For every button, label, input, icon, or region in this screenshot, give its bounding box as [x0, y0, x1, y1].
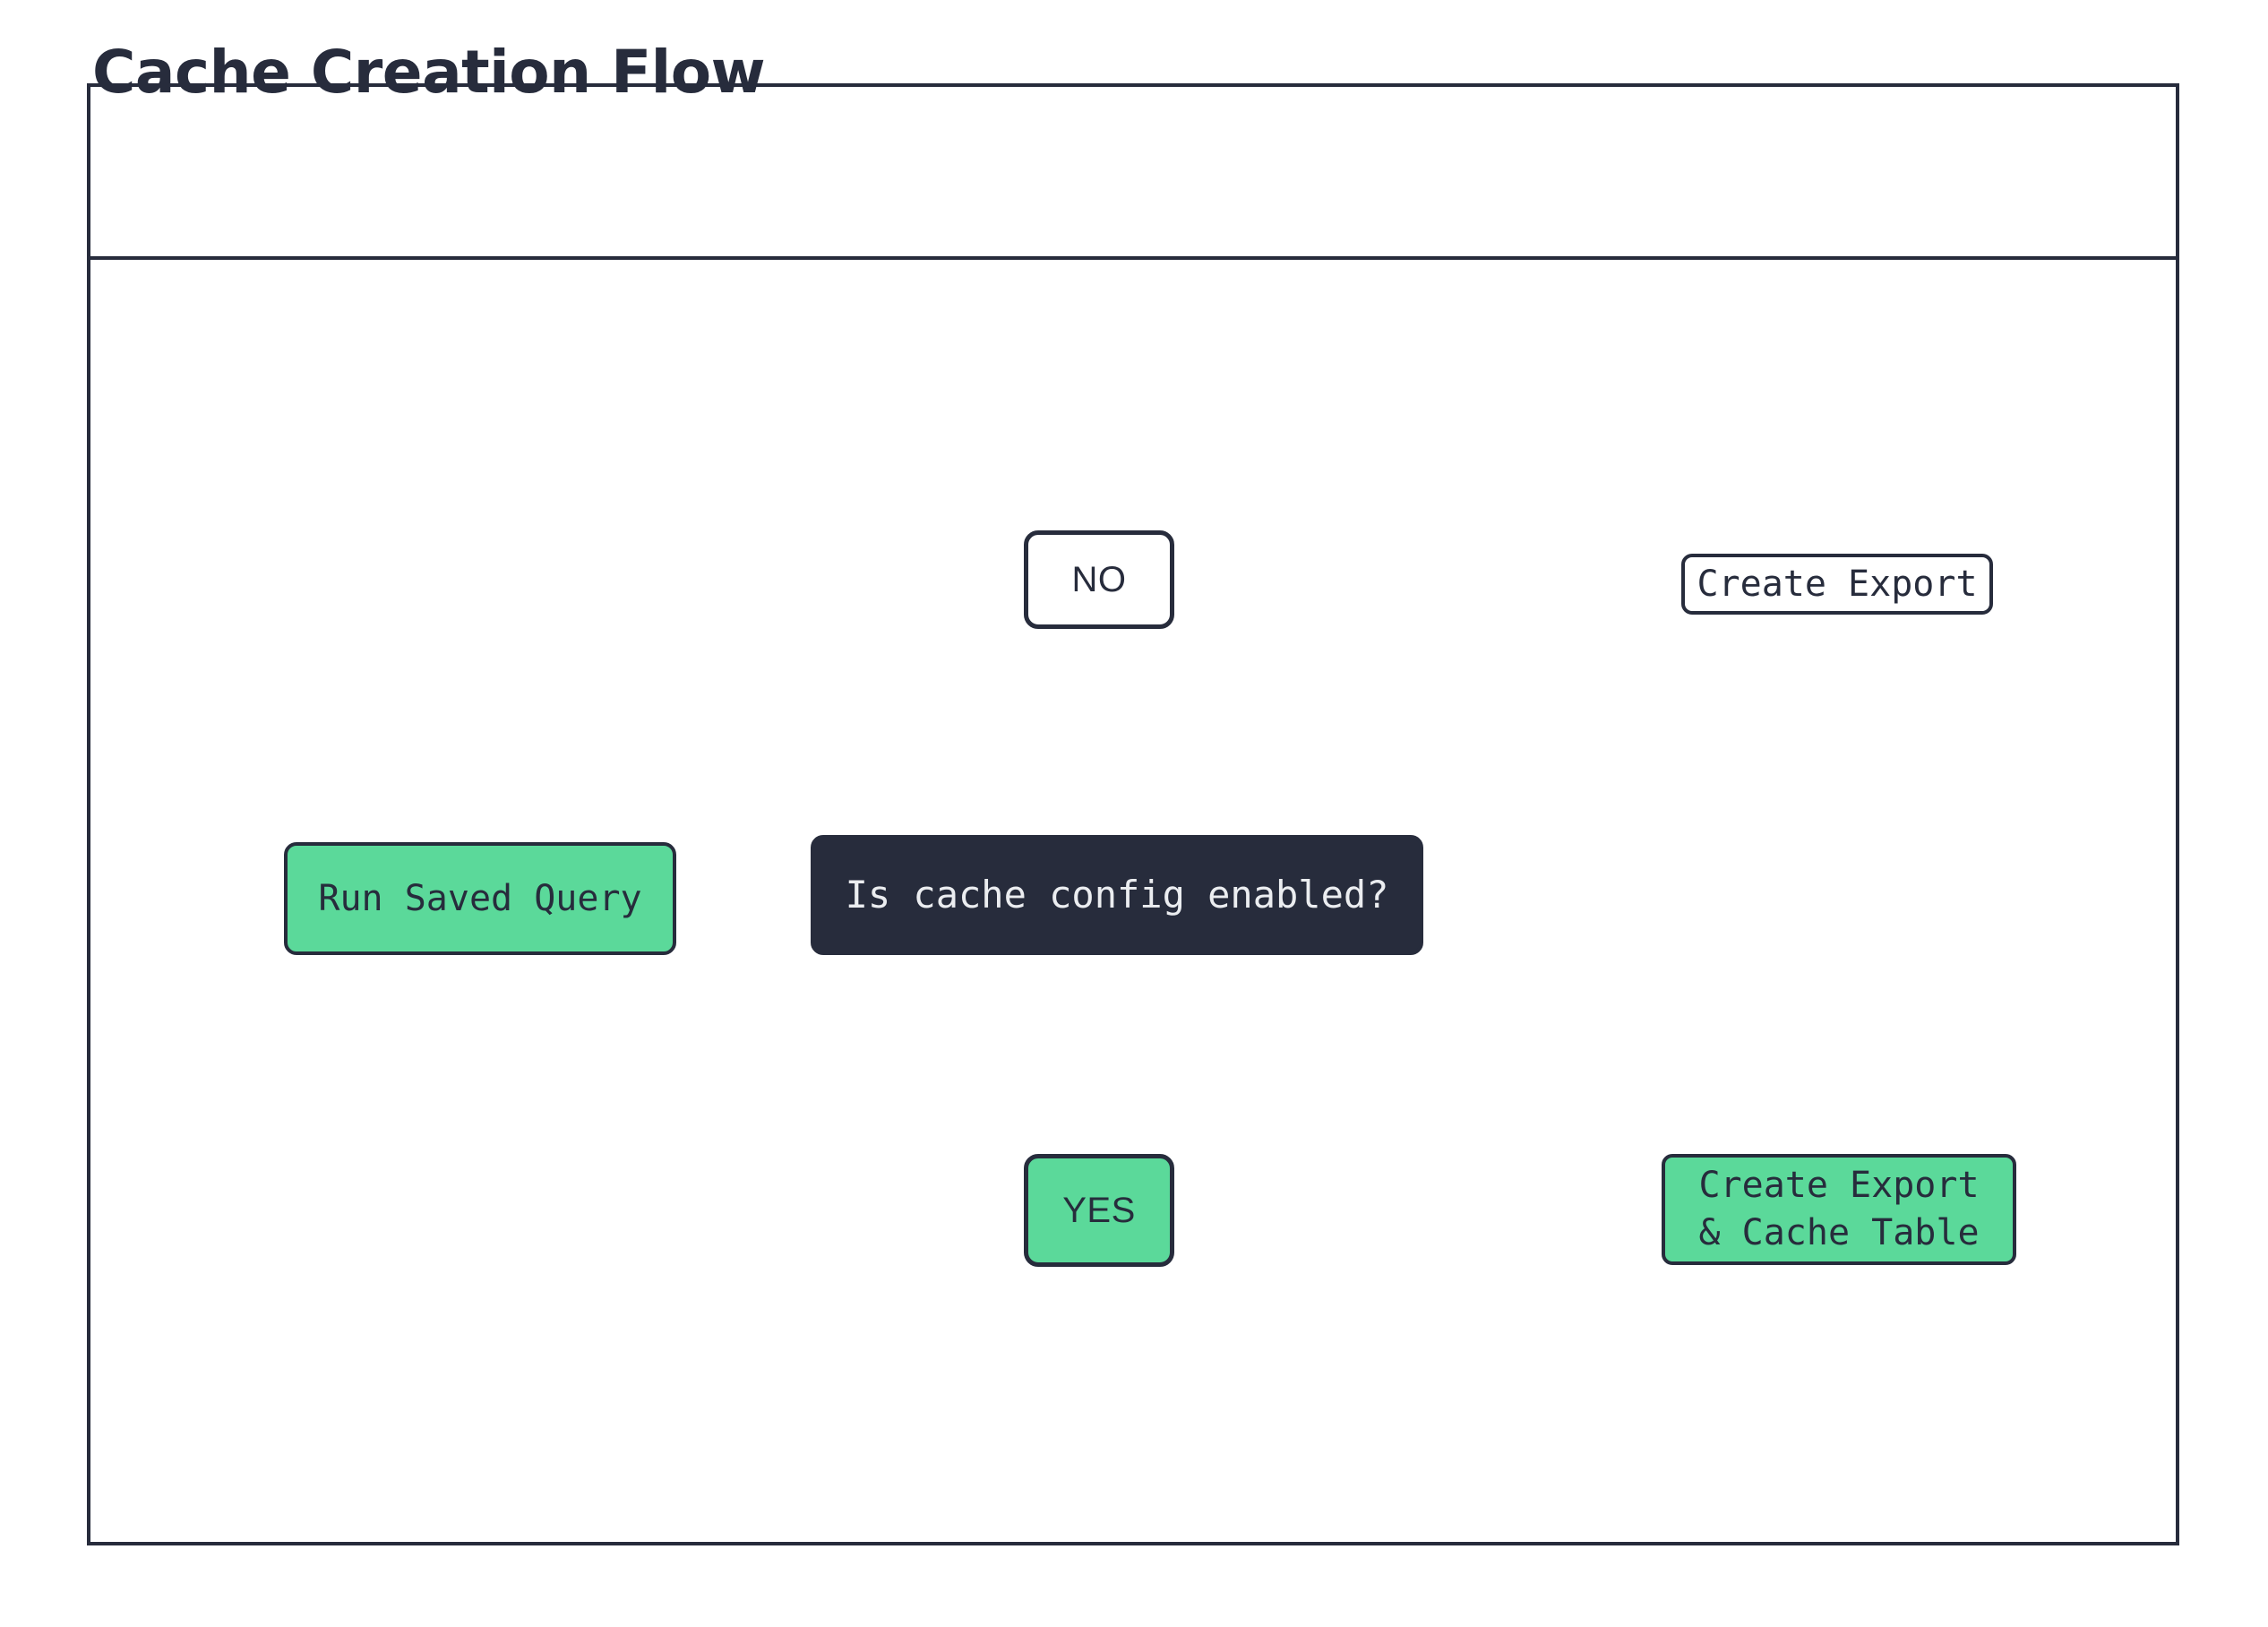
- branch-label-yes[interactable]: YES: [1024, 1154, 1174, 1267]
- node-database-create-export[interactable]: Create Export: [1681, 554, 1993, 615]
- diagram-frame: [87, 83, 2179, 1545]
- page-title: Cache Creation Flow: [92, 38, 766, 107]
- diagram-title-bar: [90, 87, 2176, 260]
- node-is-cache-config-enabled[interactable]: Is cache config enabled?: [811, 835, 1423, 955]
- node-run-saved-query[interactable]: Run Saved Query: [284, 842, 676, 955]
- branch-label-no[interactable]: NO: [1024, 530, 1174, 629]
- node-database-create-export-and-cache-table[interactable]: Create Export & Cache Table: [1662, 1154, 2016, 1265]
- db-label-line-1: Create Export: [1698, 1165, 1980, 1207]
- db-label-line-2: & Cache Table: [1698, 1212, 1980, 1253]
